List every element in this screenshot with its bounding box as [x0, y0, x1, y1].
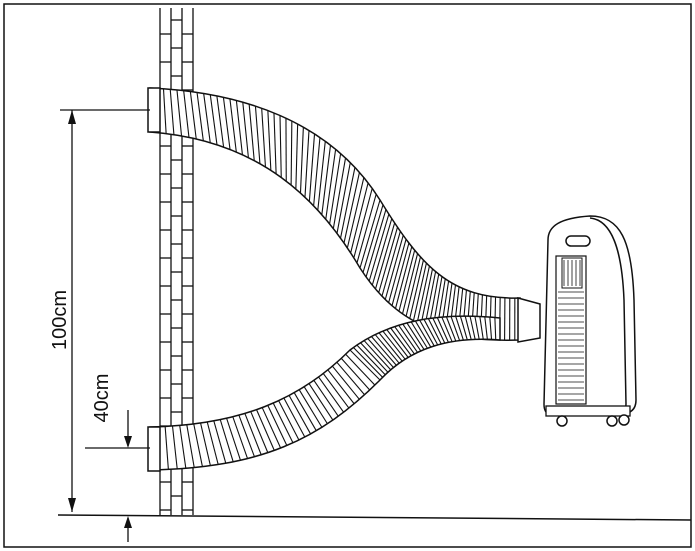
upper-height-label: 100cm: [49, 290, 71, 350]
exhaust-hose-icon: [147, 87, 541, 343]
floor-line: [57, 514, 692, 521]
intake-hose-icon: [147, 315, 501, 472]
lower-height-label: 40cm: [91, 374, 113, 423]
portable-air-conditioner-icon: [543, 215, 637, 427]
dimension-arrow-icon: [60, 109, 150, 542]
frame: [3, 3, 692, 548]
